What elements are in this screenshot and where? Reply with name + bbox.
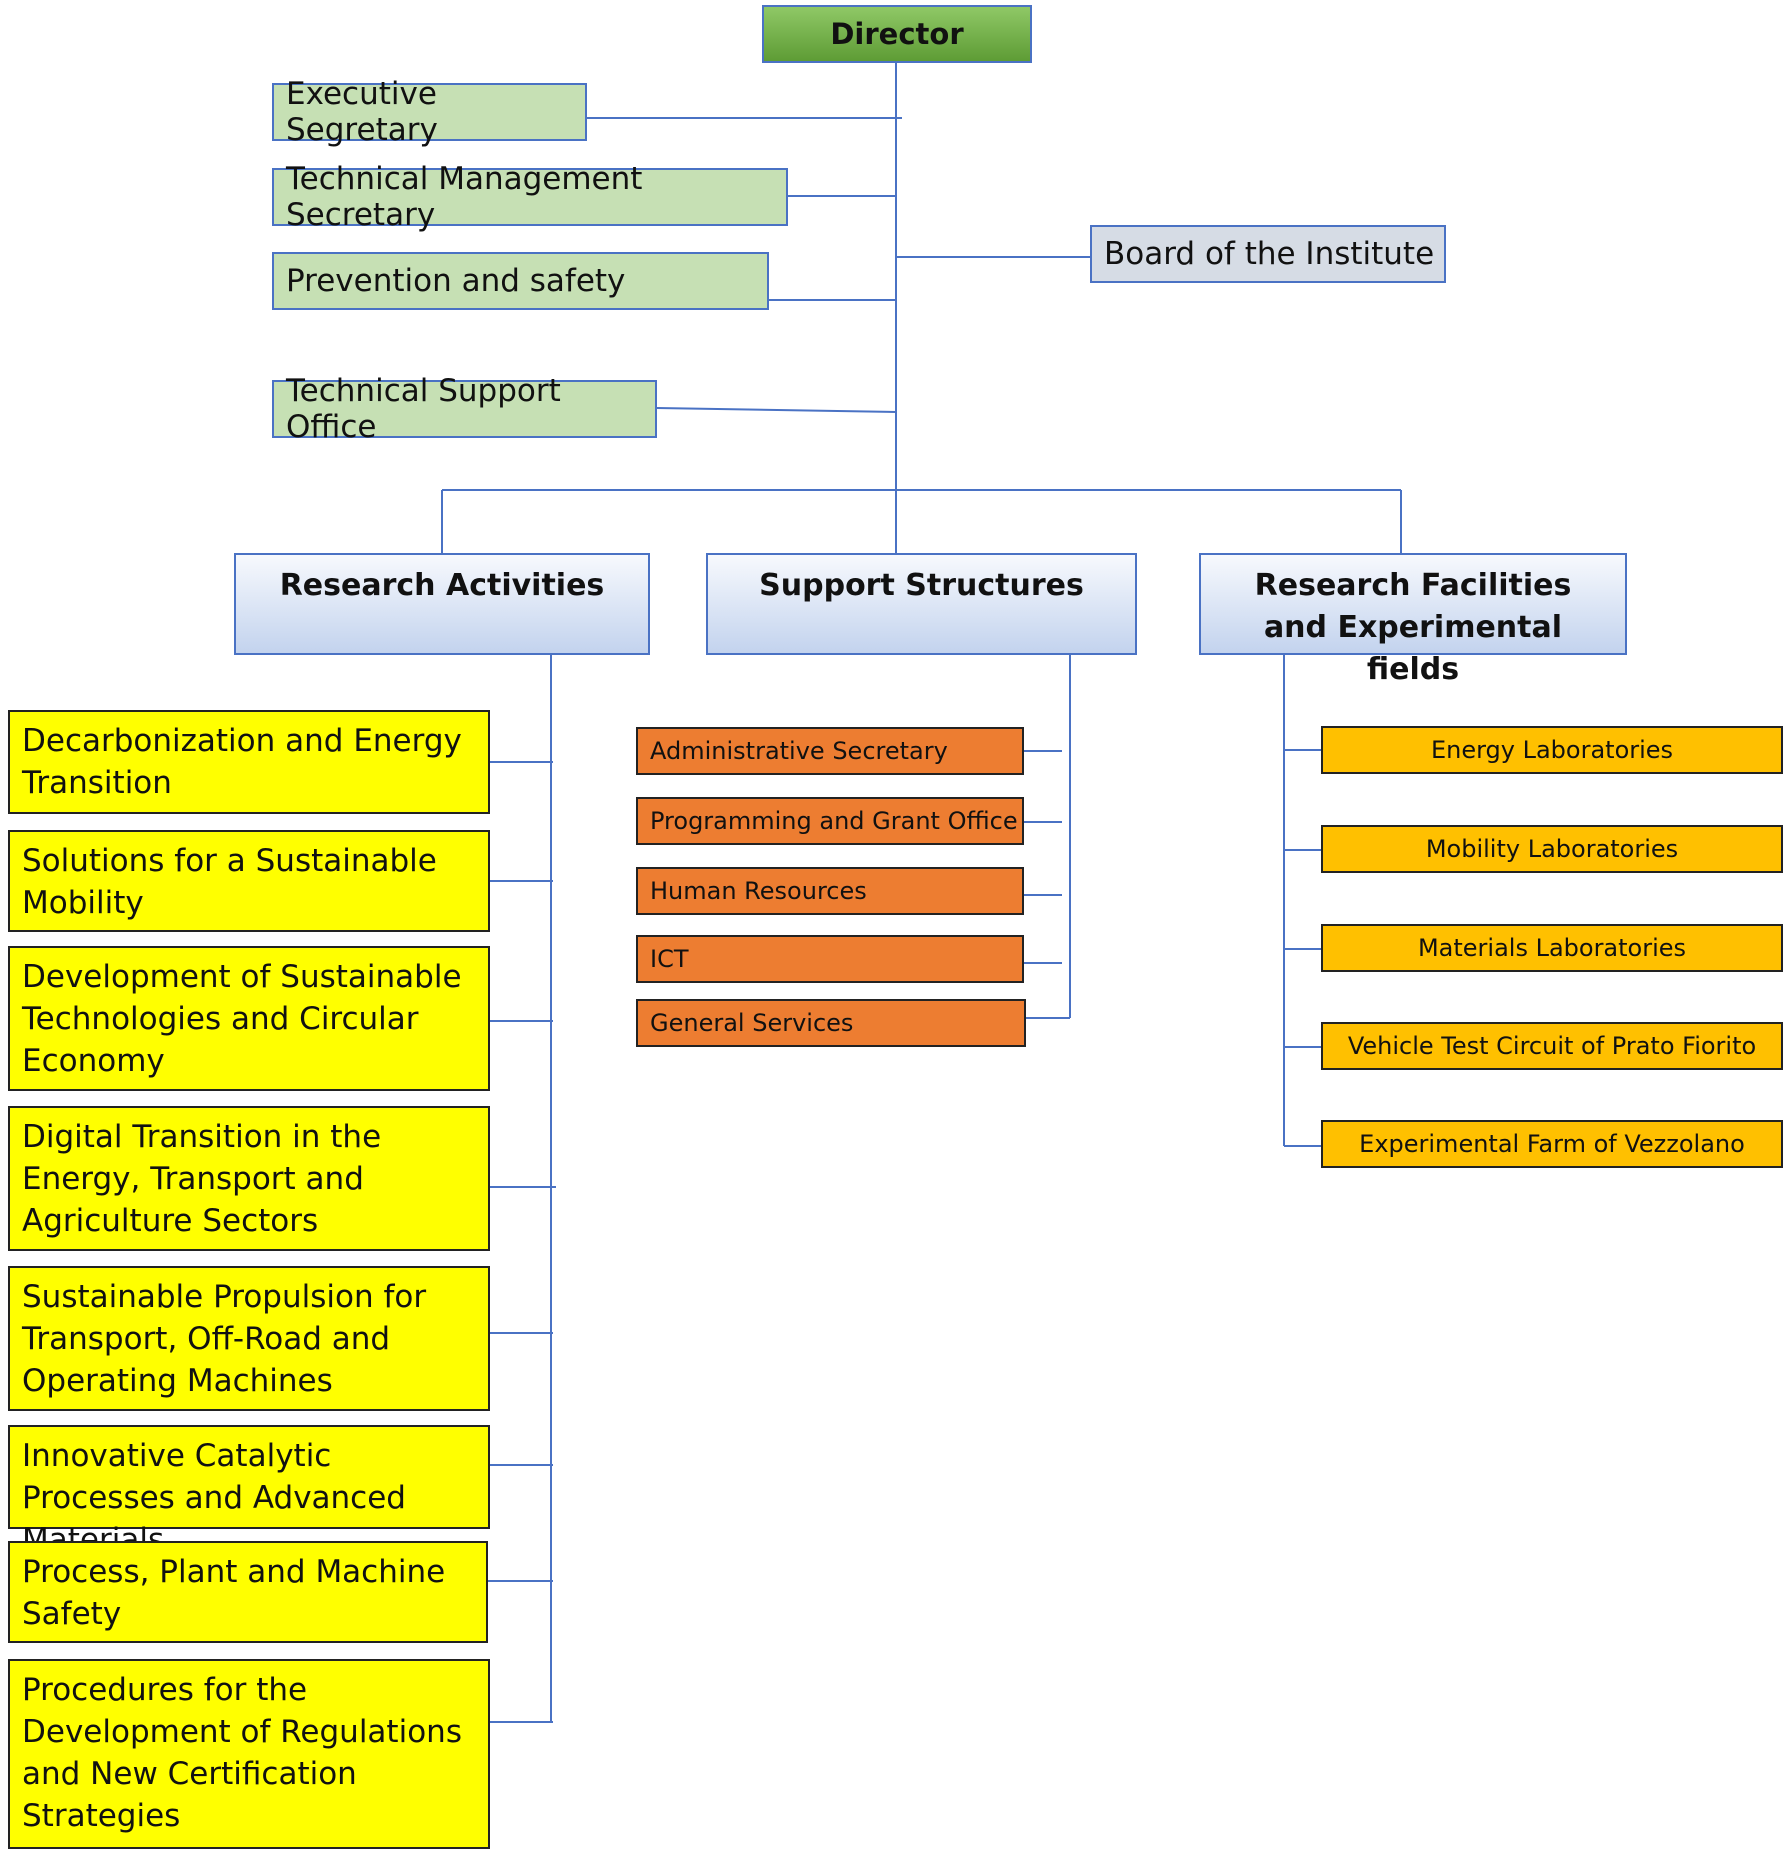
- director-label: Director: [830, 17, 964, 51]
- facility-label: Materials Laboratories: [1417, 934, 1687, 962]
- facility-label: Experimental Farm of Vezzolano: [1359, 1130, 1745, 1158]
- research-activity-box: Procedures for the Development of Regula…: [8, 1659, 490, 1849]
- staff-label: Executive Segretary: [286, 76, 438, 148]
- staff-technical-support-office: Technical Support Office: [272, 373, 657, 445]
- research-activity-box: Development of Sustainable Technologies …: [8, 946, 490, 1091]
- facility-label: Vehicle Test Circuit of Prato Fiorito: [1347, 1032, 1757, 1060]
- board-box: Board of the Institute: [1090, 225, 1446, 283]
- support-structure-label: ICT: [650, 945, 689, 973]
- research-activity-label: Solutions for a Sustainable Mobility: [22, 843, 437, 921]
- support-structure-label: Human Resources: [650, 877, 867, 905]
- support-structure-label: General Services: [650, 1009, 854, 1037]
- staff-label: Technical Support Office: [286, 373, 561, 445]
- staff-label: Prevention and safety: [286, 263, 626, 299]
- facility-label: Mobility Laboratories: [1425, 835, 1679, 863]
- board-label: Board of the Institute: [1104, 236, 1435, 272]
- facility-box: Vehicle Test Circuit of Prato Fiorito: [1321, 1022, 1783, 1070]
- support-structure-label: Administrative Secretary: [650, 737, 948, 765]
- research-activity-box: Decarbonization and Energy Transition: [8, 710, 490, 814]
- research-activity-box: Sustainable Propulsion for Transport, Of…: [8, 1266, 490, 1411]
- staff-label: Technical Management Secretary: [286, 161, 643, 233]
- support-structure-box: Administrative Secretary: [636, 727, 1024, 775]
- research-activity-label: Decarbonization and Energy Transition: [22, 723, 462, 801]
- staff-technical-management-secretary: Technical Management Secretary: [272, 161, 788, 233]
- division-research-activities: Research Activities: [234, 553, 650, 655]
- facility-box: Mobility Laboratories: [1321, 825, 1783, 873]
- facility-box: Experimental Farm of Vezzolano: [1321, 1120, 1783, 1168]
- research-activity-label: Digital Transition in the Energy, Transp…: [22, 1119, 382, 1239]
- support-structure-box: Programming and Grant Office: [636, 797, 1024, 845]
- research-activity-box: Solutions for a Sustainable Mobility: [8, 830, 490, 932]
- support-structure-box: Human Resources: [636, 867, 1024, 915]
- facility-label: Energy Laboratories: [1430, 736, 1674, 764]
- division-label: Research Facilities and Experimental fie…: [1254, 568, 1572, 687]
- research-activity-label: Development of Sustainable Technologies …: [22, 959, 462, 1079]
- division-support-structures: Support Structures: [706, 553, 1137, 655]
- support-structure-box: General Services: [636, 999, 1026, 1047]
- staff-prevention-and-safety: Prevention and safety: [272, 252, 769, 310]
- division-label: Research Activities: [279, 568, 605, 603]
- facility-box: Materials Laboratories: [1321, 924, 1783, 972]
- research-activity-box: Digital Transition in the Energy, Transp…: [8, 1106, 490, 1251]
- support-structure-box: ICT: [636, 935, 1024, 983]
- division-research-facilities: Research Facilities and Experimental fie…: [1199, 553, 1627, 687]
- staff-executive-segretary: Executive Segretary: [272, 76, 587, 148]
- research-activity-label: Procedures for the Development of Regula…: [22, 1672, 462, 1834]
- support-structure-label: Programming and Grant Office: [650, 807, 1018, 835]
- director-box: Director: [762, 5, 1032, 63]
- facility-box: Energy Laboratories: [1321, 726, 1783, 774]
- research-activity-box: Innovative Catalytic Processes and Advan…: [8, 1425, 490, 1558]
- research-activity-label: Sustainable Propulsion for Transport, Of…: [22, 1279, 427, 1399]
- research-activity-box: Process, Plant and Machine Safety: [8, 1541, 488, 1643]
- division-label: Support Structures: [759, 568, 1084, 603]
- research-activity-label: Process, Plant and Machine Safety: [22, 1554, 446, 1632]
